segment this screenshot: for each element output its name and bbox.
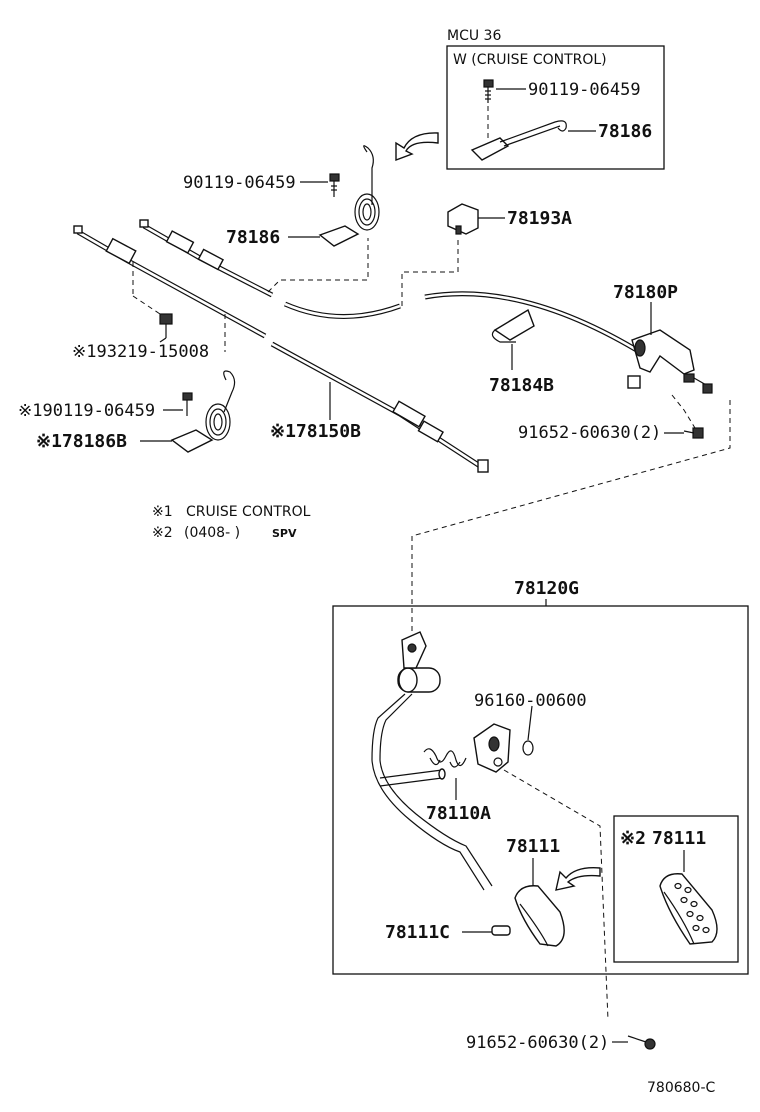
pedal-bracket-icon [473, 723, 511, 773]
clip-top-icon [447, 203, 479, 235]
accelerator-cable-lower [73, 225, 489, 473]
note2-text: (0408- ) [184, 525, 240, 541]
note1-mark: ※1 [152, 504, 173, 520]
label-pad-stop: 78111C [385, 922, 450, 943]
pedal-assy-box [332, 605, 749, 975]
inset-bolt-label: 90119-06459 [528, 80, 641, 100]
label-clip-top: 78193A [507, 208, 572, 229]
label-pad: 78111 [506, 836, 560, 857]
label-bolt-note1: ※193219-15008 [72, 342, 209, 362]
ring-icon [522, 740, 534, 756]
label-bolt-upper: 90119-06459 [183, 173, 296, 193]
inset-pad-label: 78111 [652, 828, 706, 849]
curved-arrow-icon [395, 132, 439, 162]
note1-text: CRUISE CONTROL [186, 504, 311, 520]
return-spring-icon [423, 748, 467, 768]
inset-pedal-pad-icon [659, 873, 718, 945]
label-pedal-assy: 78120G [514, 578, 579, 599]
inset-variant-label: W (CRUISE CONTROL) [453, 52, 607, 68]
lever-bracket-icon [627, 329, 713, 394]
inset-cruise-control: MCU 36 W (CRUISE CONTROL) 90119-06459 78… [446, 28, 665, 170]
note-bolt-2-icon [182, 392, 193, 416]
label-bolt-note2: ※190119-06459 [18, 401, 155, 421]
label-bolt-bottom: 91652-60630(2) [466, 1033, 609, 1053]
label-clip-mid: 78184B [489, 375, 554, 396]
label-ring: 96160-00600 [474, 691, 587, 711]
upper-bolt-icon [329, 173, 340, 197]
bottom-bolt-icon [627, 1035, 656, 1050]
inset-spring-label: 78186 [598, 121, 652, 142]
accelerator-cable-upper [139, 219, 642, 355]
note2-mark: ※2 [152, 525, 173, 541]
pedal-arm-icon [371, 631, 493, 891]
label-spring-return: 78110A [426, 803, 491, 824]
drawing-number: 780680-C [647, 1080, 715, 1096]
pad-arrow-icon [555, 867, 601, 891]
label-lever-assy: 78180P [613, 282, 678, 303]
note2-tag: SPV [272, 527, 297, 540]
label-bolt-lever: 91652-60630(2) [518, 423, 661, 443]
notes: ※1 CRUISE CONTROL ※2 (0408- ) SPV [152, 504, 311, 541]
label-spring-note: ※178186B [36, 431, 127, 452]
inset-bolt-icon [483, 79, 494, 103]
clip-mid-icon [491, 308, 535, 343]
label-spring-upper: 78186 [226, 227, 280, 248]
pad-stop-icon [491, 925, 511, 936]
inset-model-label: MCU 36 [447, 28, 501, 44]
inset-spring-icon [470, 120, 567, 161]
note-bolt-1-icon [159, 313, 173, 338]
lower-spring-icon [170, 370, 236, 453]
inset-pad-box [613, 815, 739, 963]
lever-bolt-icon [683, 427, 704, 439]
inset-pad-note: ※2 [620, 828, 646, 849]
upper-spring-icon [318, 145, 380, 247]
label-cable-note: ※178150B [270, 421, 361, 442]
inset-box [446, 45, 665, 170]
pedal-pad-icon [514, 885, 565, 947]
